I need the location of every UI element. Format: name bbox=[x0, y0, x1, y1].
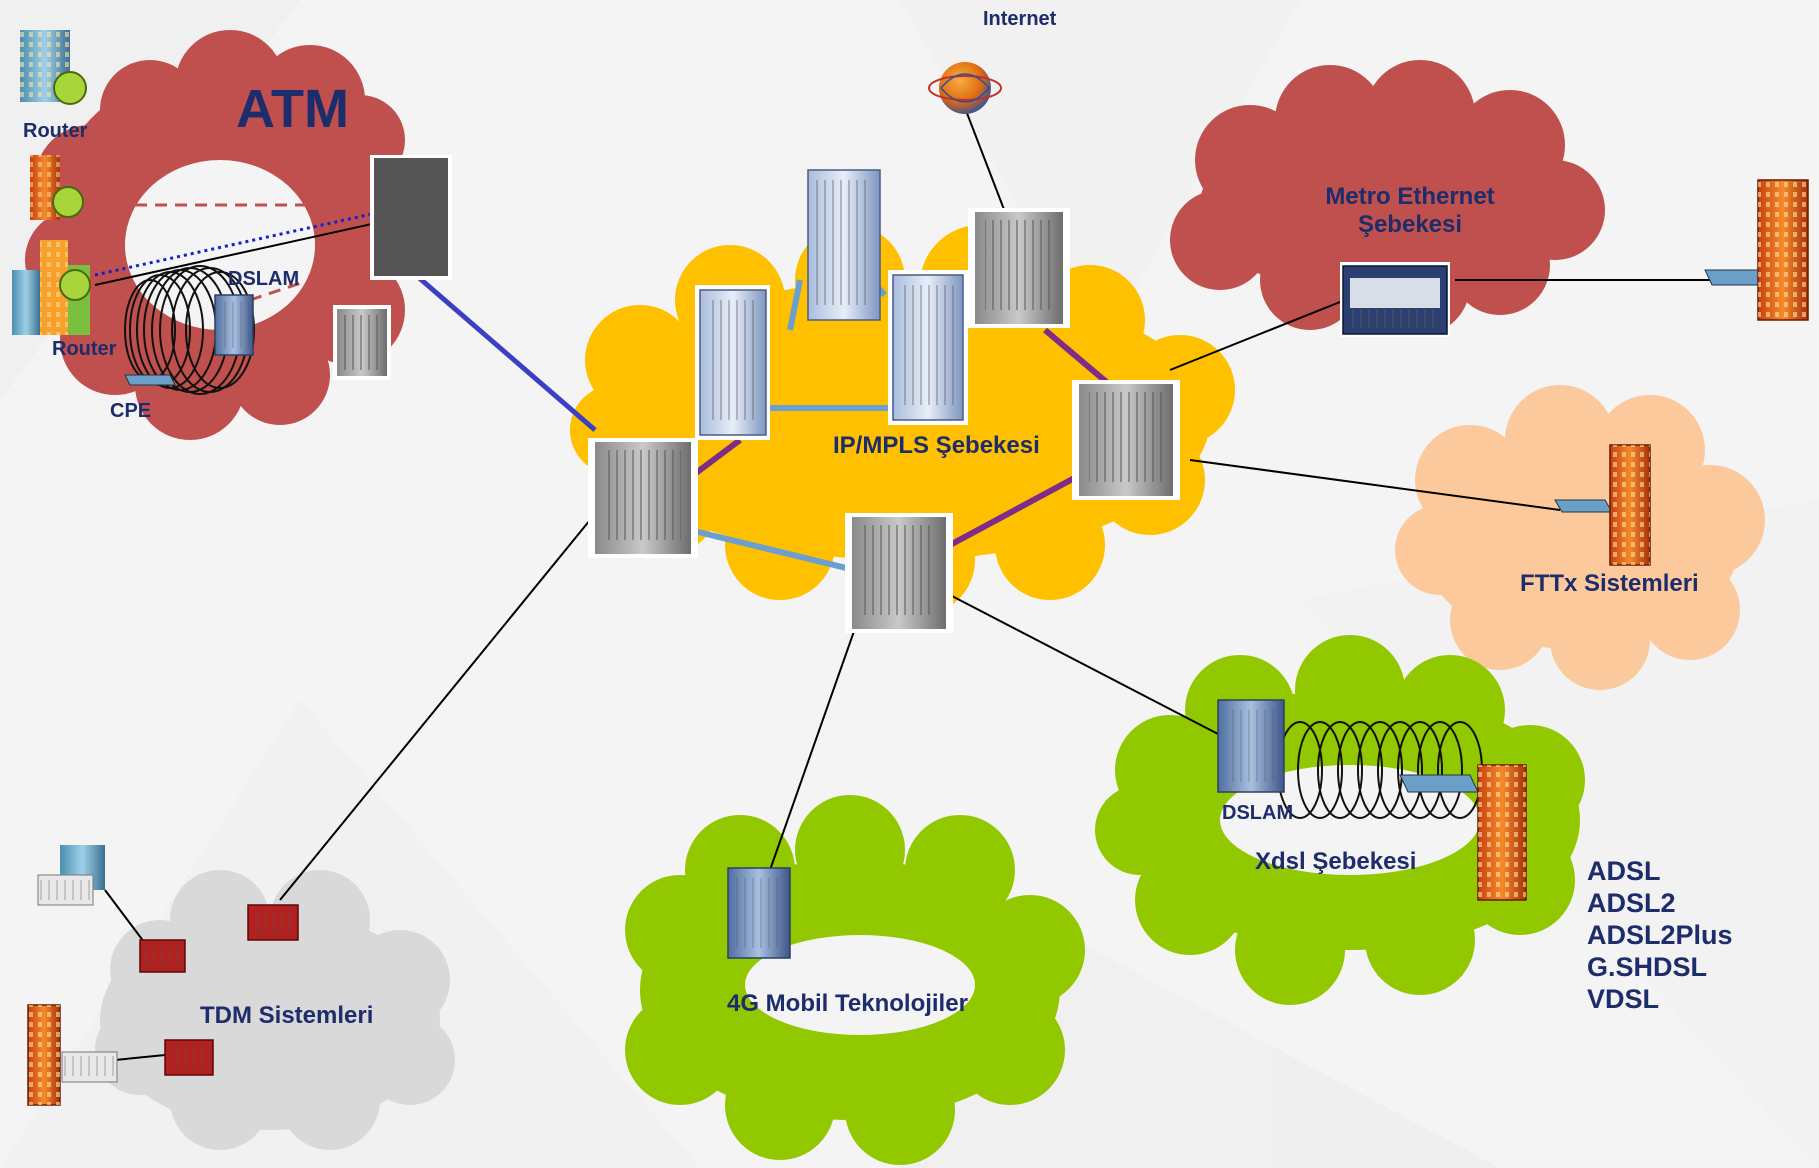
router-building-top-icon bbox=[20, 30, 87, 105]
metro-building-icon bbox=[1757, 179, 1809, 321]
xdsl-tech-item: ADSL2 bbox=[1587, 888, 1676, 918]
xdsl-coil bbox=[1277, 721, 1483, 819]
xdsl-label: Xdsl Şebekesi bbox=[1255, 848, 1417, 875]
link-xdsl bbox=[949, 594, 1221, 736]
xdsl-building-icon bbox=[1477, 764, 1527, 901]
core-router-right-icon bbox=[1072, 380, 1180, 500]
tdm-building-bottom-icon bbox=[27, 1004, 118, 1106]
xdsl-tech-item: VDSL bbox=[1587, 984, 1660, 1014]
tdm-building-top-icon bbox=[37, 845, 105, 906]
mobile-base-station-icon bbox=[727, 867, 791, 959]
xdsl-tech-item: ADSL2Plus bbox=[1587, 920, 1733, 950]
fttx-label: FTTx Sistemleri bbox=[1520, 570, 1699, 597]
core-switch-mid-icon bbox=[888, 270, 968, 425]
atm-dashed-red-2 bbox=[249, 253, 386, 302]
atm-label: ATM bbox=[236, 79, 349, 139]
xdsl-tech-item: ADSL bbox=[1587, 856, 1661, 886]
xdsl-dslam-label: DSLAM bbox=[1222, 802, 1294, 824]
tdm-mux-1-icon bbox=[139, 939, 186, 973]
router-building-mid-icon bbox=[30, 155, 84, 220]
mobile-4g-label: 4G Mobil Teknolojiler bbox=[727, 990, 968, 1017]
tdm-mux-3-icon bbox=[164, 1039, 214, 1076]
link-atm-uplink bbox=[408, 268, 597, 432]
atm-black-line bbox=[94, 219, 391, 286]
link-metro bbox=[1169, 299, 1346, 371]
ip-mpls-label: IP/MPLS Şebekesi bbox=[833, 432, 1040, 459]
link-mobile bbox=[769, 599, 866, 871]
internet-globe-icon bbox=[928, 62, 1002, 114]
tdm-link-2 bbox=[114, 1054, 166, 1061]
link-purple-4 bbox=[948, 472, 1082, 548]
atm-cloud-hole bbox=[125, 160, 315, 330]
tdm-label: TDM Sistemleri bbox=[200, 1002, 374, 1029]
atm-dotted-blue bbox=[94, 208, 391, 277]
cpe-label: CPE bbox=[110, 400, 152, 422]
link-tdm bbox=[279, 519, 591, 901]
xdsl-technology-list: ADSL ADSL2 ADSL2Plus G.SHDSL VDSL bbox=[1587, 855, 1733, 1015]
tdm-mux-2-icon bbox=[247, 904, 299, 941]
link-purple-3 bbox=[1043, 327, 1112, 388]
metro-ethernet-switch-icon bbox=[1340, 262, 1450, 337]
core-router-top-icon bbox=[968, 208, 1070, 328]
link-fttx bbox=[1189, 459, 1561, 511]
core-router-bottom-icon bbox=[845, 513, 953, 633]
router-building-bottom-icon bbox=[12, 240, 91, 335]
metro-ethernet-label-line1: Metro Ethernet bbox=[1325, 183, 1495, 210]
atm-cpe-modem-icon bbox=[124, 374, 176, 386]
atm-small-switch-icon bbox=[333, 305, 391, 380]
link-core-3 bbox=[689, 527, 876, 578]
metro-ethernet-label-line2: Şebekesi bbox=[1357, 211, 1463, 238]
core-switch-left-icon bbox=[695, 285, 770, 440]
mobile-cloud-hole bbox=[745, 935, 975, 1035]
links bbox=[94, 93, 1710, 1061]
metro-ethernet-label: Metro Ethernet Şebekesi bbox=[1300, 183, 1520, 239]
link-internet bbox=[959, 94, 1011, 226]
fttx-modem-icon bbox=[1554, 499, 1613, 513]
xdsl-dslam-icon bbox=[1217, 699, 1285, 793]
atm-dslam-label: DSLAM bbox=[228, 268, 300, 290]
link-core-1 bbox=[787, 279, 803, 331]
xdsl-tech-item: G.SHDSL bbox=[1587, 952, 1708, 982]
router-top-label: Router bbox=[23, 120, 88, 142]
router-bottom-label: Router bbox=[52, 338, 117, 360]
fttx-building-icon bbox=[1609, 444, 1651, 566]
atm-switch-icon bbox=[370, 155, 452, 280]
xdsl-modem-icon bbox=[1399, 774, 1479, 793]
core-router-left-icon bbox=[588, 438, 698, 558]
atm-dslam-icon bbox=[214, 294, 254, 356]
internet-label: Internet bbox=[983, 8, 1057, 30]
core-switch-top-icon bbox=[807, 169, 881, 321]
